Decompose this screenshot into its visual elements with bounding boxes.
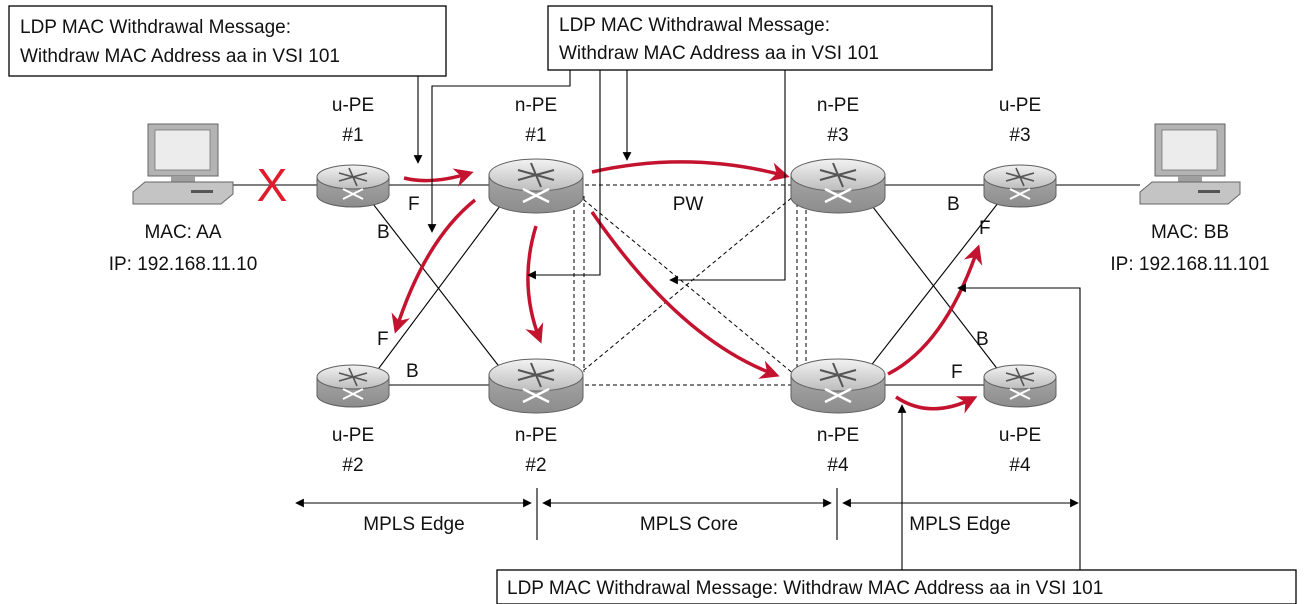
npe3-label-num: #3 xyxy=(827,125,848,146)
pointer-bottom-to-upe3-link xyxy=(957,283,1081,570)
npe4-label-name: n-PE xyxy=(817,425,859,446)
message-line-2: Withdraw MAC Address aa in VSI 101 xyxy=(20,46,340,67)
link-failure-icon: X xyxy=(257,159,288,211)
npe2-label-num: #2 xyxy=(525,455,546,476)
link-npe4-upe3 xyxy=(865,197,1003,373)
port-label-f: F xyxy=(979,218,991,239)
router-npe1 xyxy=(488,158,584,214)
host-left-mac: MAC: AA xyxy=(144,222,221,243)
port-label-f: F xyxy=(408,194,420,215)
upe4-label-name: u-PE xyxy=(999,425,1041,446)
port-label-b: B xyxy=(406,361,419,382)
upe3-label-name: u-PE xyxy=(999,95,1041,116)
router-icon xyxy=(316,164,390,208)
router-upe2 xyxy=(316,364,390,408)
zone-label-edge-left: MPLS Edge xyxy=(363,514,464,535)
router-npe3 xyxy=(790,158,886,214)
flow-npe4-upe3 xyxy=(887,244,983,376)
message-box-bottom: LDP MAC Withdrawal Message: Withdraw MAC… xyxy=(496,569,1297,604)
flow-npe4-upe4 xyxy=(895,395,978,414)
upe3-label-num: #3 xyxy=(1009,125,1030,146)
mac-withdrawal-flow-arrows xyxy=(391,160,983,414)
router-icon xyxy=(983,164,1057,208)
host-labels: MAC: AA IP: 192.168.11.10 MAC: BB IP: 19… xyxy=(109,222,1270,275)
router-upe4 xyxy=(983,364,1057,408)
router-icon xyxy=(488,158,584,214)
links xyxy=(232,184,1140,386)
message-box-top-center: LDP MAC Withdrawal Message: Withdraw MAC… xyxy=(547,5,993,71)
flow-npe1-npe4 xyxy=(590,211,780,379)
upe1-label-num: #1 xyxy=(342,125,363,146)
npe2-label-name: n-PE xyxy=(515,425,557,446)
port-label-f: F xyxy=(951,362,963,383)
npe3-label-name: n-PE xyxy=(817,95,859,116)
npe1-label-name: n-PE xyxy=(515,95,557,116)
zone-label-edge-right: MPLS Edge xyxy=(909,514,1010,535)
port-label-f: F xyxy=(377,329,389,350)
zone-label-core: MPLS Core xyxy=(640,514,738,535)
workstation-icon xyxy=(1139,123,1241,205)
npe4-label-num: #4 xyxy=(827,455,849,476)
router-icon xyxy=(790,358,886,414)
host-right-ip: IP: 192.168.11.101 xyxy=(1110,254,1269,275)
link-npe3-upe4 xyxy=(865,197,1003,376)
port-label-b: B xyxy=(947,194,960,215)
port-label-b: B xyxy=(976,329,989,350)
pw-npe2-npe3 xyxy=(577,194,796,376)
pw-label: PW xyxy=(673,194,704,215)
link-upe1-npe2 xyxy=(369,199,509,379)
message-pointers xyxy=(413,70,1081,570)
host-right xyxy=(1139,123,1241,205)
flow-upe1-npe1 xyxy=(403,168,474,187)
npe1-label-num: #1 xyxy=(525,125,546,146)
port-labels: F B F B B F B F PW xyxy=(377,194,991,383)
pointer-topcenter-to-upe1-link xyxy=(427,70,571,233)
host-left-ip: IP: 192.168.11.10 xyxy=(109,254,258,275)
message-text: LDP MAC Withdrawal Message: Withdraw MAC… xyxy=(507,578,1103,599)
router-npe2 xyxy=(488,358,584,414)
port-label-b: B xyxy=(377,222,390,243)
router-npe4 xyxy=(790,358,886,414)
router-icon xyxy=(488,358,584,414)
upe1-label-name: u-PE xyxy=(332,95,374,116)
message-line-1: LDP MAC Withdrawal Message: xyxy=(20,17,291,38)
router-icon xyxy=(983,364,1057,408)
upe4-label-num: #4 xyxy=(1009,455,1031,476)
router-icon xyxy=(316,364,390,408)
message-line-1: LDP MAC Withdrawal Message: xyxy=(559,15,830,36)
message-box-top-left: LDP MAC Withdrawal Message: Withdraw MAC… xyxy=(8,5,447,77)
router-upe1 xyxy=(316,164,390,208)
message-line-2: Withdraw MAC Address aa in VSI 101 xyxy=(559,43,879,64)
flow-npe1-npe3 xyxy=(591,160,790,182)
router-upe3 xyxy=(983,164,1057,208)
workstation-icon xyxy=(132,123,234,205)
router-icon xyxy=(790,158,886,214)
link-upe2-npe1 xyxy=(369,197,507,381)
pointer-topcenter-to-npe4 xyxy=(669,70,786,285)
zone-markers: MPLS Edge MPLS Core MPLS Edge xyxy=(295,488,1079,540)
pointer-topcenter-to-npe2 xyxy=(527,70,601,280)
router-labels: u-PE #1 n-PE #1 n-PE #3 u-PE #3 u-PE #2 … xyxy=(332,95,1041,476)
flow-npe1-npe2 xyxy=(525,225,544,344)
flow-npe1-upe2 xyxy=(391,198,477,334)
pseudowire-mesh xyxy=(573,184,807,386)
upe2-label-num: #2 xyxy=(342,455,363,476)
host-right-mac: MAC: BB xyxy=(1151,222,1229,243)
upe2-label-name: u-PE xyxy=(332,425,374,446)
host-left xyxy=(132,123,234,205)
